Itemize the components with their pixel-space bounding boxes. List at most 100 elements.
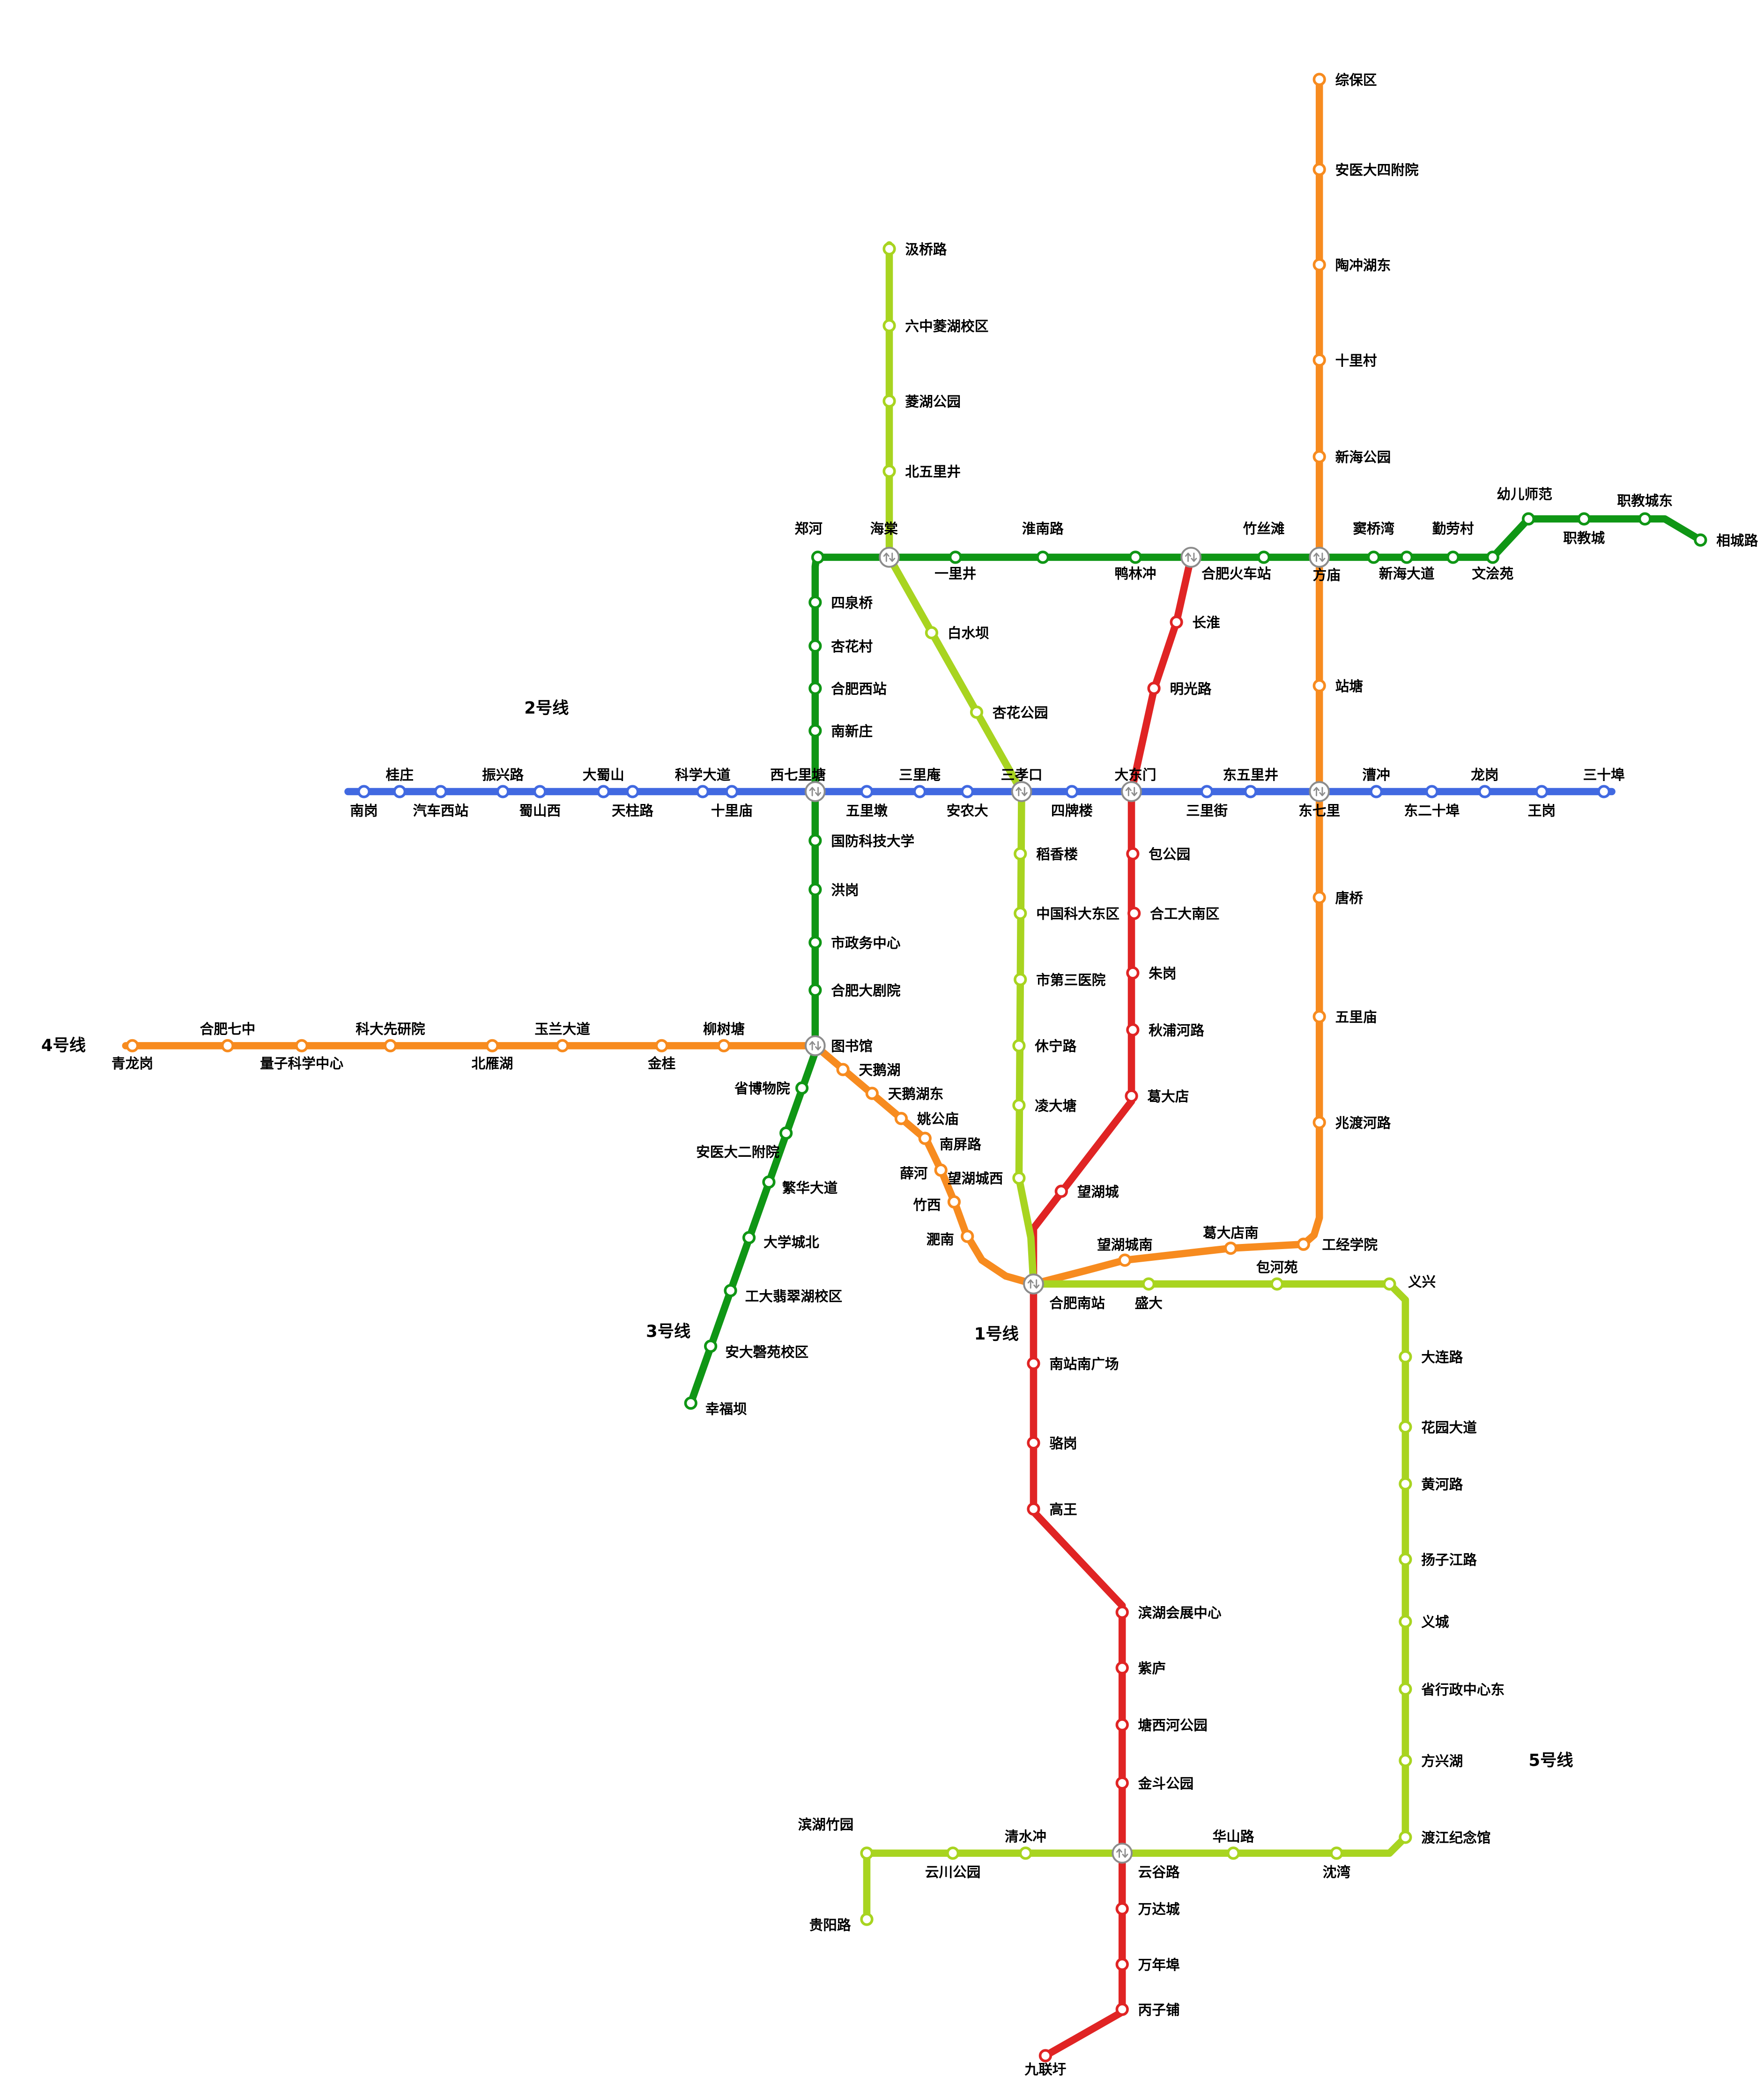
station-dot[interactable] (949, 551, 962, 564)
station-dot[interactable] (626, 785, 639, 798)
station-dot[interactable] (485, 1039, 499, 1053)
station-dot[interactable] (384, 1039, 397, 1053)
station-dot[interactable] (1125, 1089, 1138, 1103)
station-dot[interactable] (860, 785, 874, 798)
station-dot[interactable] (865, 1087, 879, 1100)
station-dot[interactable] (1312, 679, 1326, 692)
station-dot[interactable] (704, 1340, 718, 1353)
transfer-station-icon[interactable] (1121, 781, 1142, 802)
station-dot[interactable] (1370, 785, 1383, 798)
station-dot[interactable] (1115, 1718, 1129, 1732)
transfer-station-icon[interactable] (1180, 547, 1202, 568)
station-dot[interactable] (808, 639, 822, 653)
station-dot[interactable] (1200, 785, 1214, 798)
station-dot[interactable] (1038, 2049, 1052, 2062)
station-dot[interactable] (1478, 785, 1492, 798)
station-dot[interactable] (1638, 512, 1652, 526)
station-dot[interactable] (434, 785, 447, 798)
station-dot[interactable] (808, 834, 822, 848)
station-dot[interactable] (1399, 1615, 1412, 1628)
station-dot[interactable] (1054, 1184, 1068, 1198)
station-dot[interactable] (1367, 551, 1380, 564)
station-dot[interactable] (1597, 785, 1611, 798)
station-dot[interactable] (1126, 847, 1140, 861)
station-dot[interactable] (684, 1396, 697, 1410)
station-dot[interactable] (1400, 551, 1414, 564)
station-dot[interactable] (1383, 1277, 1396, 1291)
station-dot[interactable] (1312, 1010, 1326, 1023)
station-dot[interactable] (1115, 1776, 1129, 1790)
station-dot[interactable] (1012, 1171, 1026, 1185)
station-dot[interactable] (1312, 258, 1326, 272)
station-dot[interactable] (808, 936, 822, 949)
station-dot[interactable] (1226, 1846, 1240, 1860)
station-dot[interactable] (1027, 1436, 1040, 1450)
station-dot[interactable] (808, 724, 822, 737)
station-dot[interactable] (1019, 1846, 1032, 1860)
station-dot[interactable] (970, 705, 984, 719)
station-dot[interactable] (533, 785, 547, 798)
station-dot[interactable] (894, 1112, 908, 1125)
station-dot[interactable] (1446, 551, 1460, 564)
station-dot[interactable] (1012, 1098, 1026, 1112)
station-dot[interactable] (1297, 1237, 1310, 1251)
station-dot[interactable] (1312, 353, 1326, 367)
station-dot[interactable] (1115, 2003, 1129, 2016)
station-dot[interactable] (1257, 551, 1271, 564)
station-dot[interactable] (1312, 891, 1326, 904)
station-dot[interactable] (836, 1063, 850, 1076)
station-dot[interactable] (811, 551, 825, 564)
station-dot[interactable] (882, 464, 896, 478)
station-dot[interactable] (655, 1039, 668, 1053)
station-dot[interactable] (1399, 1420, 1412, 1434)
station-dot[interactable] (762, 1175, 776, 1189)
station-dot[interactable] (126, 1039, 139, 1053)
station-dot[interactable] (1115, 1661, 1129, 1675)
station-dot[interactable] (357, 785, 371, 798)
station-dot[interactable] (913, 785, 926, 798)
station-dot[interactable] (882, 394, 896, 408)
station-dot[interactable] (597, 785, 610, 798)
station-dot[interactable] (946, 1846, 960, 1860)
station-dot[interactable] (1014, 907, 1027, 920)
station-dot[interactable] (295, 1039, 309, 1053)
station-dot[interactable] (1128, 551, 1142, 564)
station-dot[interactable] (934, 1163, 948, 1177)
station-dot[interactable] (1118, 1253, 1132, 1267)
station-dot[interactable] (808, 596, 822, 609)
station-dot[interactable] (808, 883, 822, 896)
station-dot[interactable] (1014, 973, 1027, 986)
transfer-station-icon[interactable] (879, 547, 900, 568)
transfer-station-icon[interactable] (1309, 547, 1330, 568)
station-dot[interactable] (808, 983, 822, 997)
station-dot[interactable] (882, 319, 896, 333)
station-dot[interactable] (1036, 551, 1050, 564)
station-dot[interactable] (1142, 1277, 1156, 1291)
station-dot[interactable] (795, 1081, 809, 1095)
station-dot[interactable] (961, 1229, 974, 1243)
station-dot[interactable] (1170, 615, 1183, 629)
station-dot[interactable] (1126, 966, 1140, 980)
transfer-station-icon[interactable] (1309, 781, 1330, 802)
station-dot[interactable] (1399, 1350, 1412, 1363)
station-dot[interactable] (1399, 1552, 1412, 1566)
transfer-station-icon[interactable] (1023, 1273, 1044, 1295)
station-dot[interactable] (1521, 512, 1535, 526)
station-dot[interactable] (1312, 163, 1326, 176)
station-dot[interactable] (1399, 1477, 1412, 1491)
station-dot[interactable] (779, 1126, 793, 1140)
station-dot[interactable] (1012, 1039, 1026, 1053)
station-dot[interactable] (1312, 1116, 1326, 1129)
station-dot[interactable] (1244, 785, 1257, 798)
station-dot[interactable] (496, 785, 510, 798)
station-dot[interactable] (860, 1913, 874, 1926)
transfer-station-icon[interactable] (1112, 1842, 1133, 1864)
station-dot[interactable] (1399, 1682, 1412, 1696)
station-dot[interactable] (1399, 1754, 1412, 1767)
station-dot[interactable] (1027, 1502, 1040, 1516)
station-dot[interactable] (1014, 847, 1027, 861)
station-dot[interactable] (1577, 512, 1591, 526)
station-dot[interactable] (1147, 681, 1161, 695)
station-dot[interactable] (1115, 1605, 1129, 1619)
transfer-station-icon[interactable] (1011, 781, 1032, 802)
